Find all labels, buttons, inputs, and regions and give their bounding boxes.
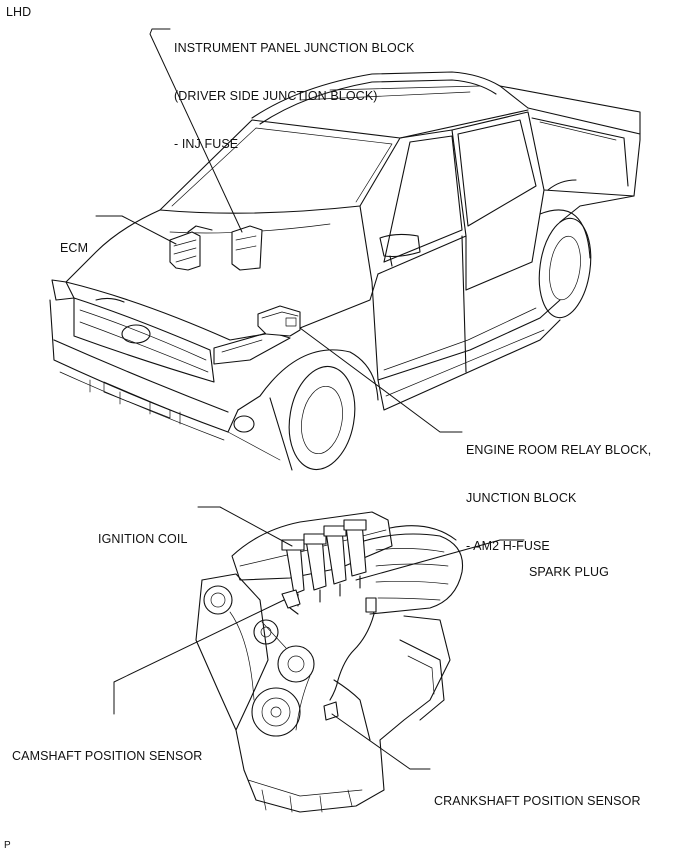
corner-tag-lhd: LHD — [6, 5, 32, 19]
engine-room-relay-block-component — [257, 305, 301, 337]
callout-ecm: ECM — [60, 208, 88, 272]
callout-er-line-3: - AM2 H-FUSE — [466, 539, 550, 553]
callout-er-line-1: ENGINE ROOM RELAY BLOCK, — [466, 443, 652, 457]
callout-spark-plug-line-1: SPARK PLUG — [529, 565, 609, 579]
pickup-truck-illustration — [49, 71, 641, 471]
callout-crankshaft-position-sensor: CRANKSHAFT POSITION SENSOR — [434, 761, 641, 825]
callout-spark-plug: SPARK PLUG — [529, 532, 609, 596]
callout-engine-room-relay-block: ENGINE ROOM RELAY BLOCK, JUNCTION BLOCK … — [466, 410, 651, 570]
leader-lines — [95, 28, 525, 770]
callout-crankshaft-line-1: CRANKSHAFT POSITION SENSOR — [434, 794, 641, 808]
engine-illustration — [195, 511, 464, 813]
callout-er-line-2: JUNCTION BLOCK — [466, 491, 577, 505]
callout-ignition-coil-line-1: IGNITION COIL — [98, 532, 188, 546]
callout-ij-line-1: INSTRUMENT PANEL JUNCTION BLOCK — [174, 41, 415, 55]
footer-tag-p: P — [4, 840, 11, 851]
callout-ignition-coil: IGNITION COIL — [98, 499, 188, 563]
callout-camshaft-line-1: CAMSHAFT POSITION SENSOR — [12, 749, 203, 763]
instrument-panel-junction-block-component — [231, 225, 263, 271]
callout-camshaft-position-sensor: CAMSHAFT POSITION SENSOR — [12, 716, 202, 780]
callout-ecm-line-1: ECM — [60, 241, 89, 255]
ecm-component — [169, 225, 213, 271]
callout-ij-line-3: - INJ FUSE — [174, 137, 239, 151]
callout-instrument-panel-junction-block: INSTRUMENT PANEL JUNCTION BLOCK (DRIVER … — [174, 8, 414, 168]
callout-ij-line-2: (DRIVER SIDE JUNCTION BLOCK) — [174, 89, 378, 103]
